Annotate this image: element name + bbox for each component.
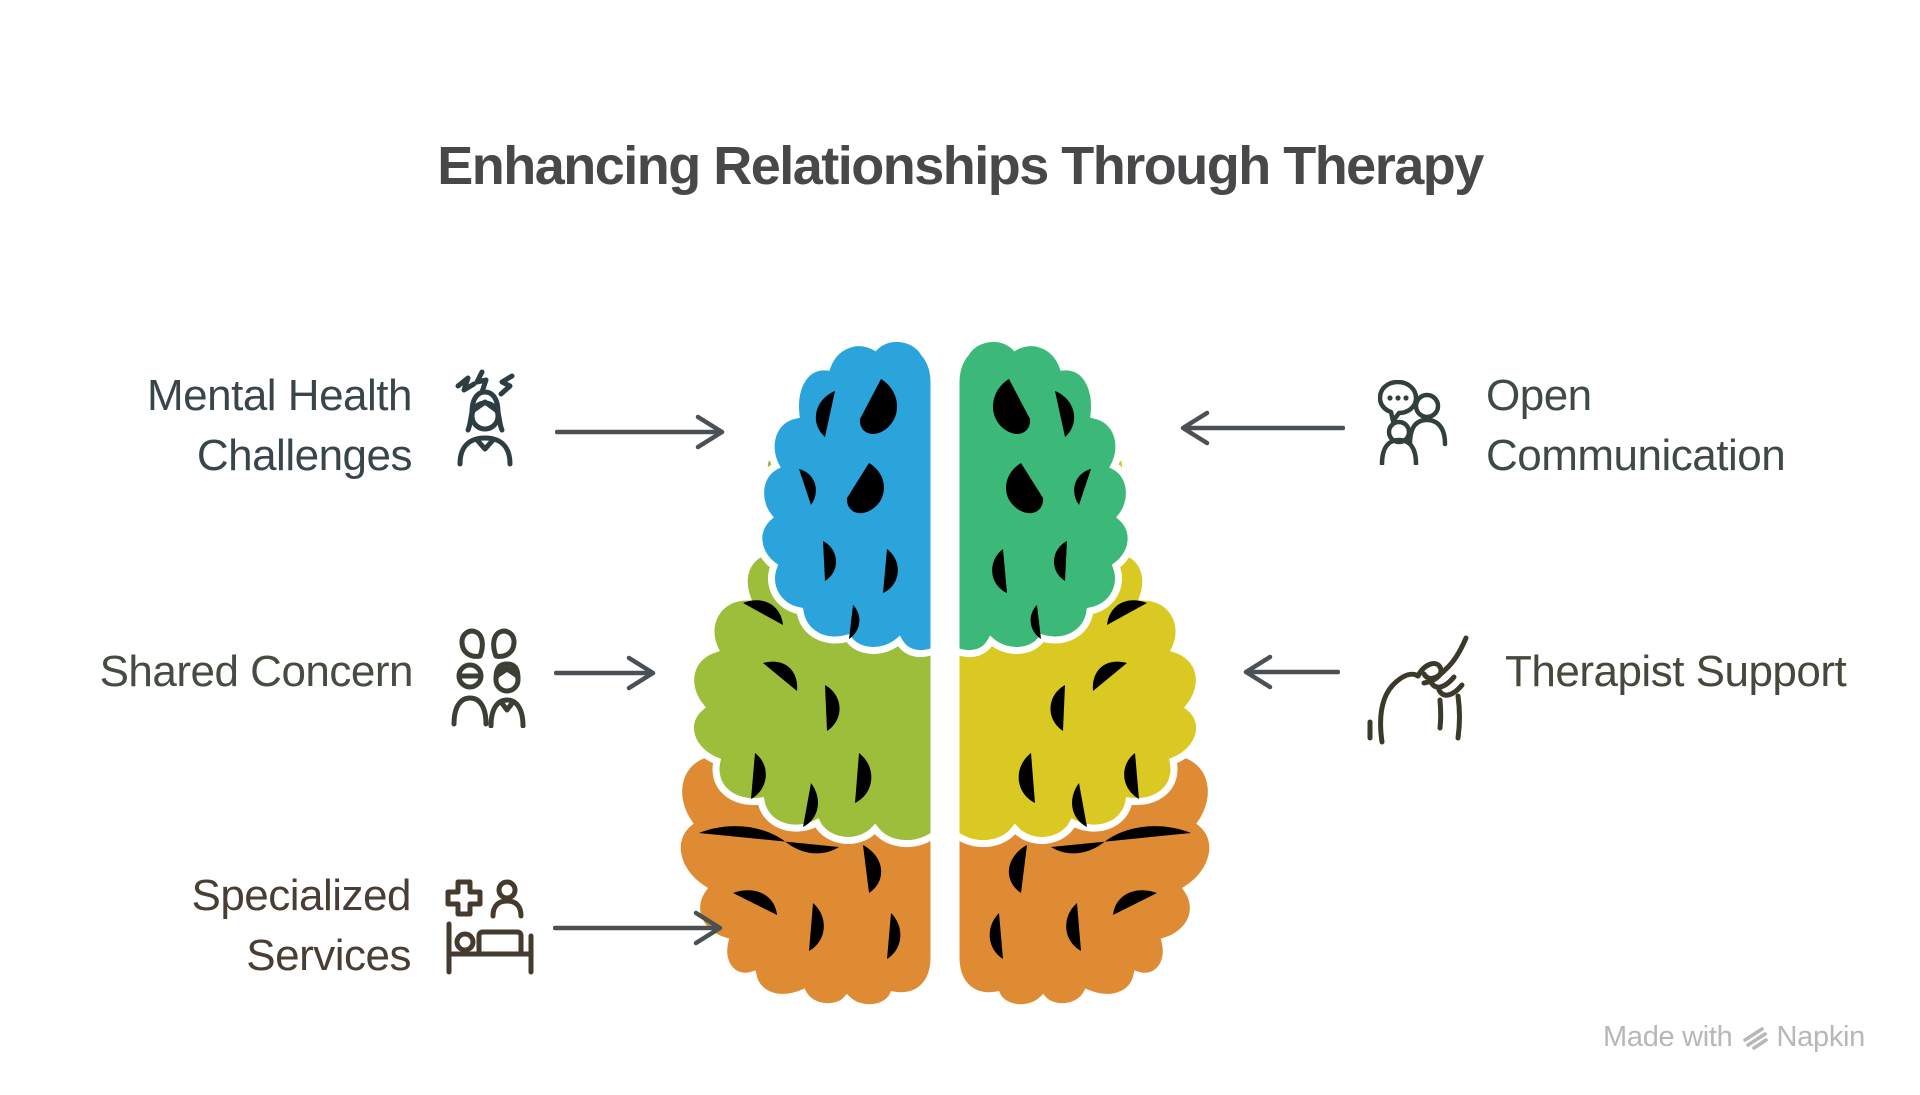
brain-svg [665, 335, 1225, 1005]
arrow-specialized-services [552, 910, 723, 946]
brain-illustration [665, 335, 1225, 1005]
stressed-person-icon [452, 368, 518, 468]
napkin-logo-icon [1742, 1024, 1768, 1050]
label-mental-health-challenges: Mental Health Challenges [147, 366, 412, 486]
arrow-mental-health [554, 414, 725, 450]
label-shared-concern: Shared Concern [99, 642, 414, 702]
arrow-shared-concern [553, 655, 656, 691]
label-open-communication: Open Communication [1486, 366, 1786, 486]
watermark-prefix: Made with [1603, 1020, 1733, 1053]
family-concern-icon [450, 626, 528, 728]
label-line: Services [246, 931, 411, 980]
label-line: Open [1486, 371, 1592, 420]
patient-bed-icon [443, 878, 535, 978]
page-title: Enhancing Relationships Through Therapy [437, 136, 1484, 196]
label-line: Specialized [191, 871, 411, 920]
watermark-brand: Napkin [1776, 1020, 1866, 1053]
label-line: Shared Concern [99, 647, 414, 696]
label-specialized-services: Specialized Services [191, 866, 411, 986]
helping-hands-icon [1366, 632, 1484, 746]
label-line: Therapist Support [1505, 647, 1847, 696]
brain-right-hemisphere [956, 338, 1213, 1005]
arrow-therapist-support [1243, 654, 1341, 690]
label-therapist-support: Therapist Support [1505, 642, 1847, 702]
label-line: Communication [1486, 431, 1786, 480]
arrow-open-communication [1180, 410, 1346, 446]
watermark: Made with Napkin [1603, 1020, 1865, 1054]
speech-bubble-people-icon [1378, 380, 1448, 465]
label-line: Mental Health [147, 371, 412, 420]
label-line: Challenges [196, 431, 413, 480]
